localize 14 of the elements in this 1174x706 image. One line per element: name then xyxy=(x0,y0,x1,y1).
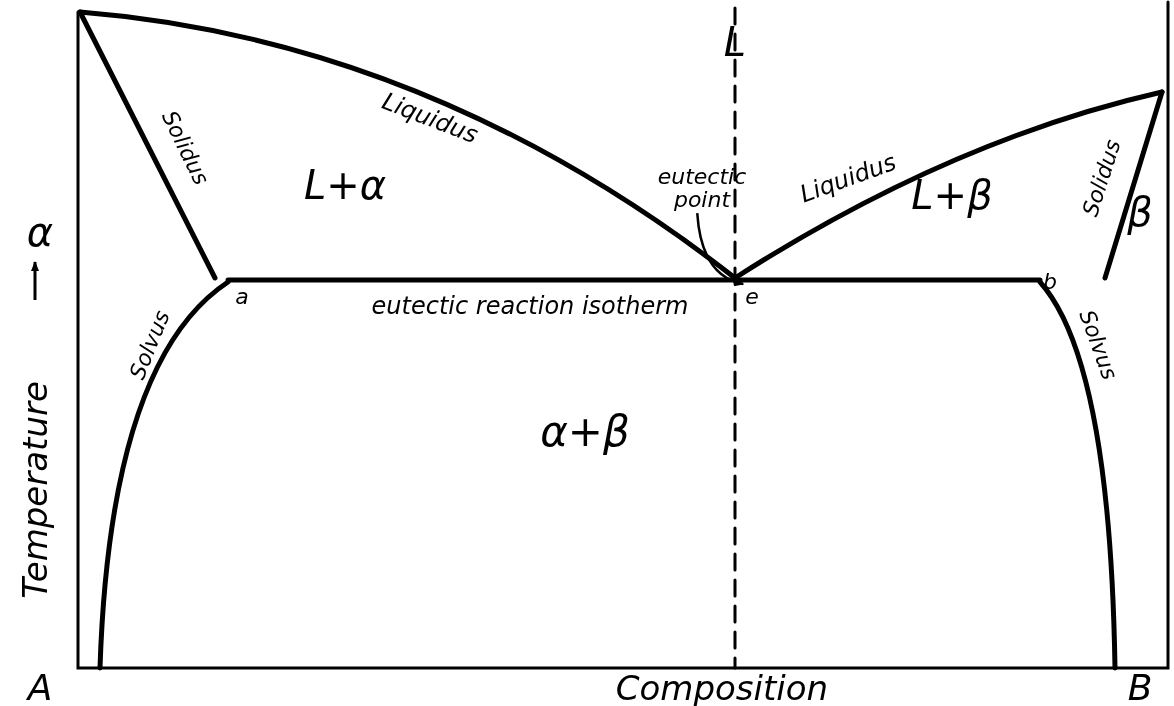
corner-label: B xyxy=(1127,670,1153,706)
region-label: α+β xyxy=(540,411,630,453)
annotation-text: eutectic point xyxy=(654,164,750,212)
line-label: eutectic reaction isotherm xyxy=(371,294,689,318)
region-label: L+α xyxy=(303,165,387,205)
curve-label: Solvus xyxy=(1075,307,1121,383)
corner-label: A xyxy=(27,670,53,706)
leader-arrow xyxy=(696,212,745,286)
axis-label: Temperature xyxy=(18,381,52,599)
curve-label: Solidus xyxy=(1079,137,1125,219)
point-label: a xyxy=(235,286,249,308)
region-label: α xyxy=(26,212,54,252)
phase-label: L xyxy=(723,22,747,62)
point-label: e xyxy=(745,286,759,308)
